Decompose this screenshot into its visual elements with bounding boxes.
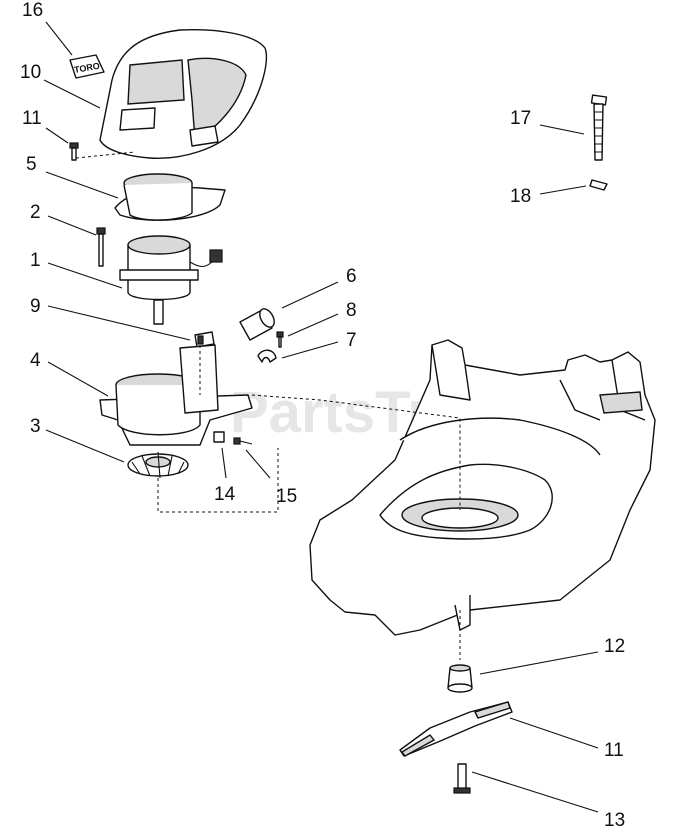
part-12-adapter bbox=[447, 664, 473, 693]
part-18-key bbox=[589, 179, 608, 191]
part-14-nut bbox=[213, 431, 225, 443]
part-11-blade bbox=[399, 701, 513, 757]
part-11-screw-top bbox=[69, 142, 79, 161]
callout-labels: 16 10 11 5 2 1 9 4 3 14 15 6 8 7 17 18 1… bbox=[20, 0, 625, 831]
part-10-motor-cover bbox=[99, 28, 268, 159]
callout-17: 17 bbox=[510, 108, 531, 129]
callout-6: 6 bbox=[346, 266, 357, 287]
part-8-screw bbox=[276, 331, 284, 348]
part-4-lower-housing bbox=[99, 344, 253, 446]
part-6-sleeve bbox=[239, 308, 275, 341]
leader-lines bbox=[43, 21, 599, 813]
logo-text: TORO bbox=[73, 61, 100, 75]
callout-14: 14 bbox=[214, 484, 236, 505]
part-9-clip bbox=[194, 331, 215, 348]
callout-5: 5 bbox=[26, 154, 37, 175]
mower-deck bbox=[309, 339, 656, 636]
callout-3: 3 bbox=[30, 416, 41, 437]
part-13-blade-bolt bbox=[453, 763, 471, 794]
callout-18: 18 bbox=[510, 186, 531, 207]
callout-9: 9 bbox=[30, 296, 41, 317]
callout-13: 13 bbox=[604, 810, 625, 831]
part-16-logo-badge: TORO bbox=[69, 54, 105, 79]
part-15-screw bbox=[233, 437, 253, 445]
part-2-long-screw bbox=[96, 227, 106, 267]
callout-8: 8 bbox=[346, 300, 357, 321]
callout-15: 15 bbox=[276, 486, 297, 507]
part-5-top-housing bbox=[114, 173, 226, 221]
part-3-fan bbox=[127, 451, 189, 479]
callout-12: 12 bbox=[604, 636, 625, 657]
callout-2: 2 bbox=[30, 202, 41, 223]
part-7-clip bbox=[257, 349, 277, 363]
callout-11-bottom: 11 bbox=[604, 740, 624, 761]
part-1-motor bbox=[119, 235, 223, 325]
part-17-bolt bbox=[590, 94, 608, 161]
callout-7: 7 bbox=[346, 330, 357, 351]
callout-4: 4 bbox=[30, 350, 41, 371]
callout-16: 16 bbox=[22, 0, 43, 21]
callout-10: 10 bbox=[20, 62, 41, 83]
callout-11-top: 11 bbox=[22, 108, 42, 129]
callout-1: 1 bbox=[30, 250, 41, 271]
